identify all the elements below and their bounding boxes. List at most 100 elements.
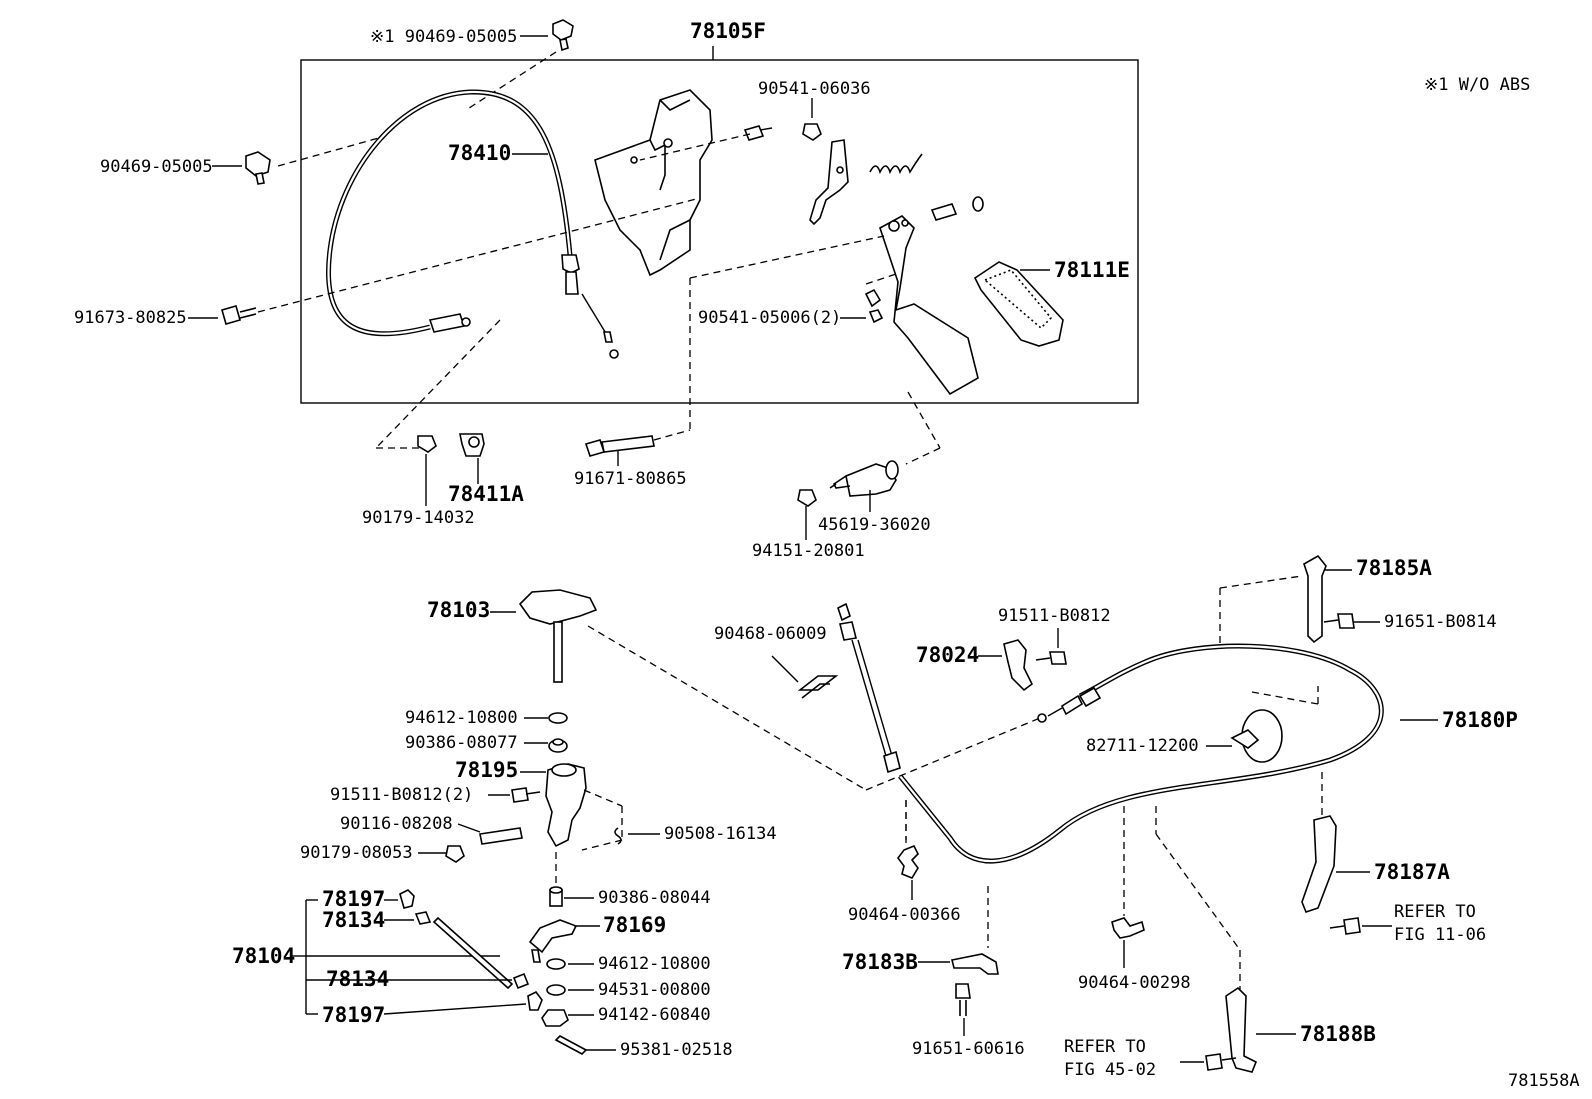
label-95381-02518: 95381-02518	[620, 1040, 733, 1060]
bolt-91511-B0812	[1035, 651, 1067, 665]
label-91511-B0812: 91511-B0812	[998, 606, 1111, 626]
label-91671-80865: 91671-80865	[574, 469, 687, 489]
stud-90116-08208	[479, 827, 523, 845]
grommet-78411A	[459, 433, 485, 457]
figure-code: 781558A	[1508, 1071, 1580, 1091]
bolt-91511-B0812-2	[511, 787, 541, 803]
lever-78169	[528, 919, 578, 963]
bushing-78134-a	[414, 911, 432, 925]
label-90469-05005-top: ※1 90469-05005	[370, 27, 517, 47]
label-78180P: 78180P	[1442, 708, 1518, 732]
label-94612-10800-a: 94612-10800	[405, 708, 518, 728]
washer-94612-10800-a	[548, 712, 568, 724]
label-78169: 78169	[603, 913, 666, 937]
label-78197-a: 78197	[322, 887, 385, 911]
bushing-90386-08077	[548, 738, 568, 753]
nut-90541-06036	[802, 123, 822, 141]
washer-94531-00800	[546, 984, 566, 996]
pin-95381-02518	[554, 1035, 588, 1055]
label-90116-08208: 90116-08208	[340, 814, 453, 834]
lever-bracket	[809, 139, 849, 226]
bracket-78024	[1003, 639, 1034, 692]
label-78411A: 78411A	[448, 482, 524, 506]
bolt-91651-60616	[955, 983, 971, 1016]
cable-78180P	[898, 643, 1384, 864]
assembly-78105F-box	[300, 59, 1139, 404]
label-90468-06009: 90468-06009	[714, 624, 827, 644]
bolt-91651-B0814	[1323, 613, 1355, 629]
washer-94612-10800-b	[546, 958, 566, 970]
spring-90508-16134	[614, 827, 622, 845]
bolt-refer-fig-45-02	[1205, 1053, 1237, 1071]
bolt-90541-06036	[743, 125, 773, 141]
label-78111E: 78111E	[1054, 258, 1130, 282]
pedal-pad-78111E	[973, 261, 1064, 347]
label-90179-08053: 90179-08053	[300, 843, 413, 863]
cable-upper-segment	[837, 602, 901, 774]
label-90541-06036: 90541-06036	[758, 79, 871, 99]
label-78195: 78195	[455, 758, 518, 782]
bolt-90541-05006	[864, 288, 884, 324]
bolt-refer-fig-11-06	[1329, 917, 1361, 935]
label-91511-B0812-2: 91511-B0812(2)	[330, 785, 473, 805]
label-78103: 78103	[427, 598, 490, 622]
label-90508-16134: 90508-16134	[664, 824, 777, 844]
pivot-pin	[930, 203, 958, 221]
label-78188B: 78188B	[1300, 1022, 1376, 1046]
clamp-82711-12200	[1230, 709, 1283, 763]
clip-90464-00366	[897, 844, 919, 879]
label-90464-00298: 90464-00298	[1078, 973, 1191, 993]
pedal-bracket	[594, 89, 713, 277]
label-78134-b: 78134	[326, 967, 389, 991]
label-78134-a: 78134	[322, 908, 385, 932]
label-78185A: 78185A	[1356, 556, 1432, 580]
label-91651-60616: 91651-60616	[912, 1039, 1025, 1059]
bushing-78134-b	[512, 972, 530, 990]
label-78187A: 78187A	[1374, 860, 1450, 884]
label-fig-11-06: FIG 11-06	[1394, 925, 1486, 945]
pedal-arm	[879, 215, 979, 396]
cable-78410	[326, 89, 619, 359]
label-refer-to-1: REFER TO	[1394, 902, 1476, 922]
bushing-90386-08044	[549, 886, 563, 907]
clip-78197-b	[527, 990, 543, 1011]
clip-90469-05005-top	[552, 19, 574, 52]
label-90464-00366: 90464-00366	[848, 905, 961, 925]
label-91651-B0814: 91651-B0814	[1384, 612, 1497, 632]
label-94142-60840: 94142-60840	[598, 1005, 711, 1025]
bolt-91673-80825	[221, 305, 257, 325]
clip-90469-05005-left	[245, 151, 271, 185]
label-91673-80825: 91673-80825	[74, 308, 187, 328]
nut-90179-14032	[417, 435, 437, 453]
bolt-91671-80865	[584, 435, 655, 457]
label-78197-b: 78197	[322, 1003, 385, 1027]
bracket-78195	[545, 763, 587, 848]
lever-78103	[518, 589, 598, 683]
bracket-78183B	[951, 953, 999, 975]
label-90386-08044: 90386-08044	[598, 888, 711, 908]
label-fig-45-02: FIG 45-02	[1064, 1060, 1156, 1080]
label-94612-10800-b: 94612-10800	[598, 954, 711, 974]
label-refer-to-2: REFER TO	[1064, 1037, 1146, 1057]
label-90469-05005-left: 90469-05005	[100, 157, 213, 177]
rod-78104	[432, 916, 514, 990]
return-spring	[869, 153, 923, 175]
note-wo-abs: ※1 W/O ABS	[1424, 75, 1530, 95]
label-90179-14032: 90179-14032	[362, 508, 475, 528]
label-94151-20801: 94151-20801	[752, 541, 865, 561]
label-78105F: 78105F	[690, 19, 766, 43]
nut-94151-20801	[797, 489, 817, 507]
pivot-washer	[972, 196, 984, 212]
bracket-78185A	[1303, 554, 1327, 644]
label-94531-00800: 94531-00800	[598, 980, 711, 1000]
stopper-45619-36020	[829, 460, 899, 497]
bracket-78188B	[1225, 986, 1258, 1073]
label-90541-05006: 90541-05006(2)	[698, 308, 841, 328]
bracket-78187A	[1301, 815, 1337, 913]
label-82711-12200: 82711-12200	[1086, 736, 1199, 756]
clip-90464-00298	[1111, 917, 1145, 939]
nut-90179-08053	[445, 845, 465, 863]
label-45619-36020: 45619-36020	[818, 515, 931, 535]
label-78410: 78410	[448, 141, 511, 165]
